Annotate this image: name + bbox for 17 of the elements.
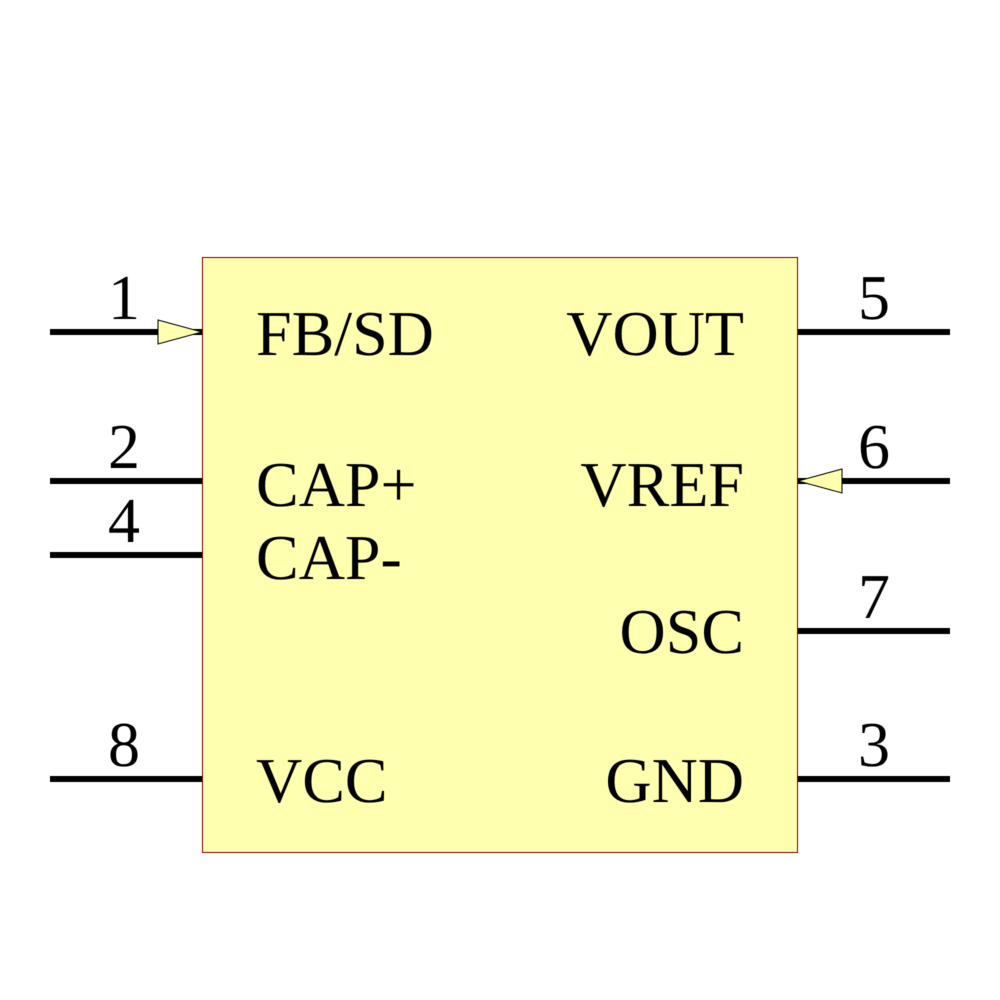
pin-name: VOUT	[566, 302, 744, 366]
ic-body	[202, 257, 798, 853]
pin-number: 5	[858, 266, 890, 330]
pin-name: OSC	[620, 600, 744, 664]
pin-number: 2	[108, 415, 140, 479]
pin-name: GND	[605, 749, 744, 813]
pin-number: 7	[858, 565, 890, 629]
pin-name: VCC	[256, 749, 388, 813]
pin-name: FB/SD	[256, 302, 434, 366]
pin-number: 3	[858, 713, 890, 777]
pin-number: 1	[108, 266, 140, 330]
pin-name: CAP+	[256, 453, 417, 517]
pin-name: CAP-	[256, 526, 402, 590]
pin-number: 4	[108, 489, 140, 553]
pin-name: VREF	[580, 453, 744, 517]
pin-number: 8	[108, 713, 140, 777]
pin-number: 6	[858, 415, 890, 479]
